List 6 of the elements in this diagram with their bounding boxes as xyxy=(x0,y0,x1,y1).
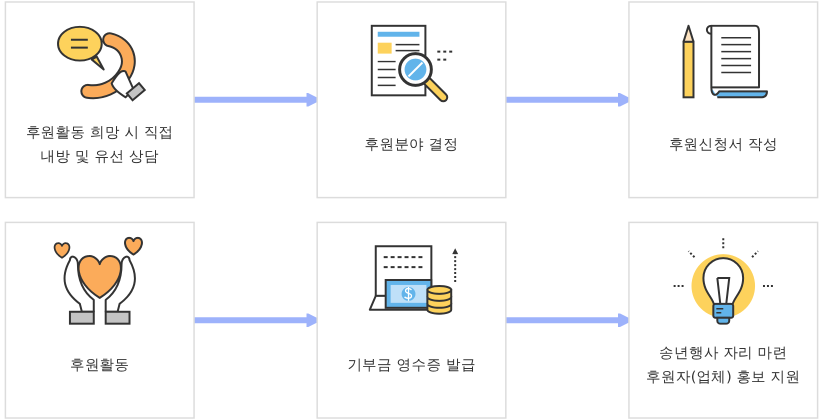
node-box: 후원활동 xyxy=(4,222,195,419)
node-box: 기부금 영수증 발급 xyxy=(316,222,507,419)
node-box: 송년행사 자리 마련 후원자(업체) 홍보 지원 xyxy=(628,222,818,419)
node-box: 후원활동 희망 시 직접 내방 및 유선 상담 xyxy=(4,1,195,198)
node-box: 후원분야 결정 xyxy=(316,1,507,198)
node-box: 후원신청서 작성 xyxy=(628,1,818,198)
